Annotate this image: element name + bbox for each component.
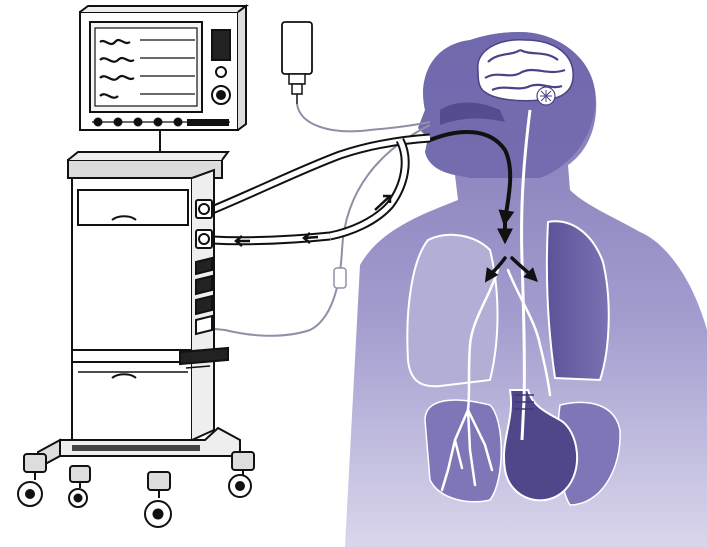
patient-figure [345, 32, 707, 547]
ventilator-cart-icon [18, 6, 254, 527]
monitor-icon [80, 6, 246, 152]
caster-wheels [18, 452, 254, 527]
feeding-bag-icon [282, 22, 312, 104]
left-lung [407, 235, 497, 387]
feeding-line [297, 104, 430, 131]
brain-icon [478, 40, 573, 105]
inline-sensor [334, 268, 346, 288]
